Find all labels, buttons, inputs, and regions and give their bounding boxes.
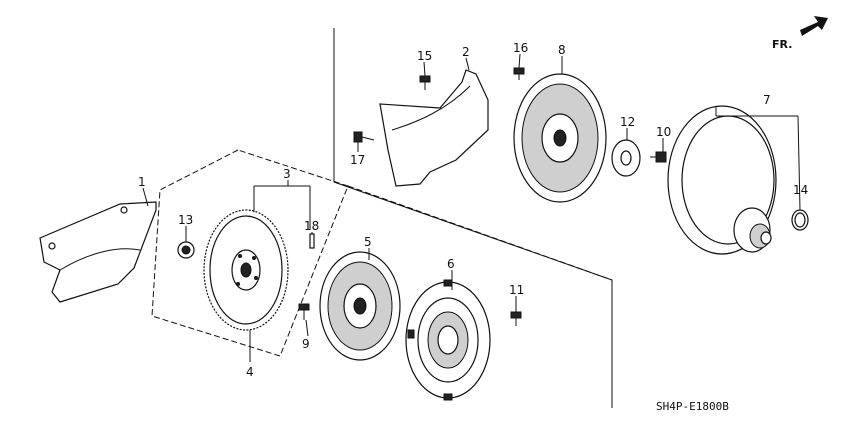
callout-14: 14 [793,183,808,197]
callout-9: 9 [302,337,310,351]
callout-17: 17 [350,153,365,167]
drive-plate-bolt [513,67,525,80]
dust-cover-left [39,201,157,303]
direction-label: FR. [772,38,792,51]
drive-plate [513,73,607,203]
leader-lines [142,53,801,362]
callout-7: 7 [763,93,771,107]
callout-5: 5 [364,235,372,249]
front-direction-arrow-icon [800,16,828,36]
pressure-plate-bolt [510,311,522,326]
callout-18: 18 [304,219,319,233]
cover-bolt-left [353,131,375,143]
flywheel [203,209,289,331]
torque-converter-bolt [650,151,667,163]
cover-bolt-top [419,75,431,90]
callout-3: 3 [283,167,291,181]
pressure-plate [405,279,491,401]
callout-10: 10 [656,125,671,139]
callout-12: 12 [620,115,635,129]
frame-lines [151,28,613,408]
o-ring [791,209,809,231]
clutch-disc [319,251,401,361]
dowel-pin [309,233,315,249]
dust-cover-right [379,69,489,187]
callout-8: 8 [558,43,566,57]
callout-13: 13 [178,213,193,227]
callout-4: 4 [246,365,254,379]
washer-plate [611,139,641,177]
callout-11: 11 [509,283,524,297]
drawing-code: SH4P-E1800B [656,400,729,413]
flywheel-bolt [298,303,310,320]
callout-numbers: 1 2 3 4 5 6 7 8 9 10 11 12 13 14 15 16 1… [138,41,808,379]
callout-1: 1 [138,175,146,189]
torque-converter [667,105,777,255]
callout-2: 2 [462,45,470,59]
callout-15: 15 [417,49,432,63]
callout-6: 6 [447,257,455,271]
callout-16: 16 [513,41,528,55]
pilot-bearing [177,241,195,259]
